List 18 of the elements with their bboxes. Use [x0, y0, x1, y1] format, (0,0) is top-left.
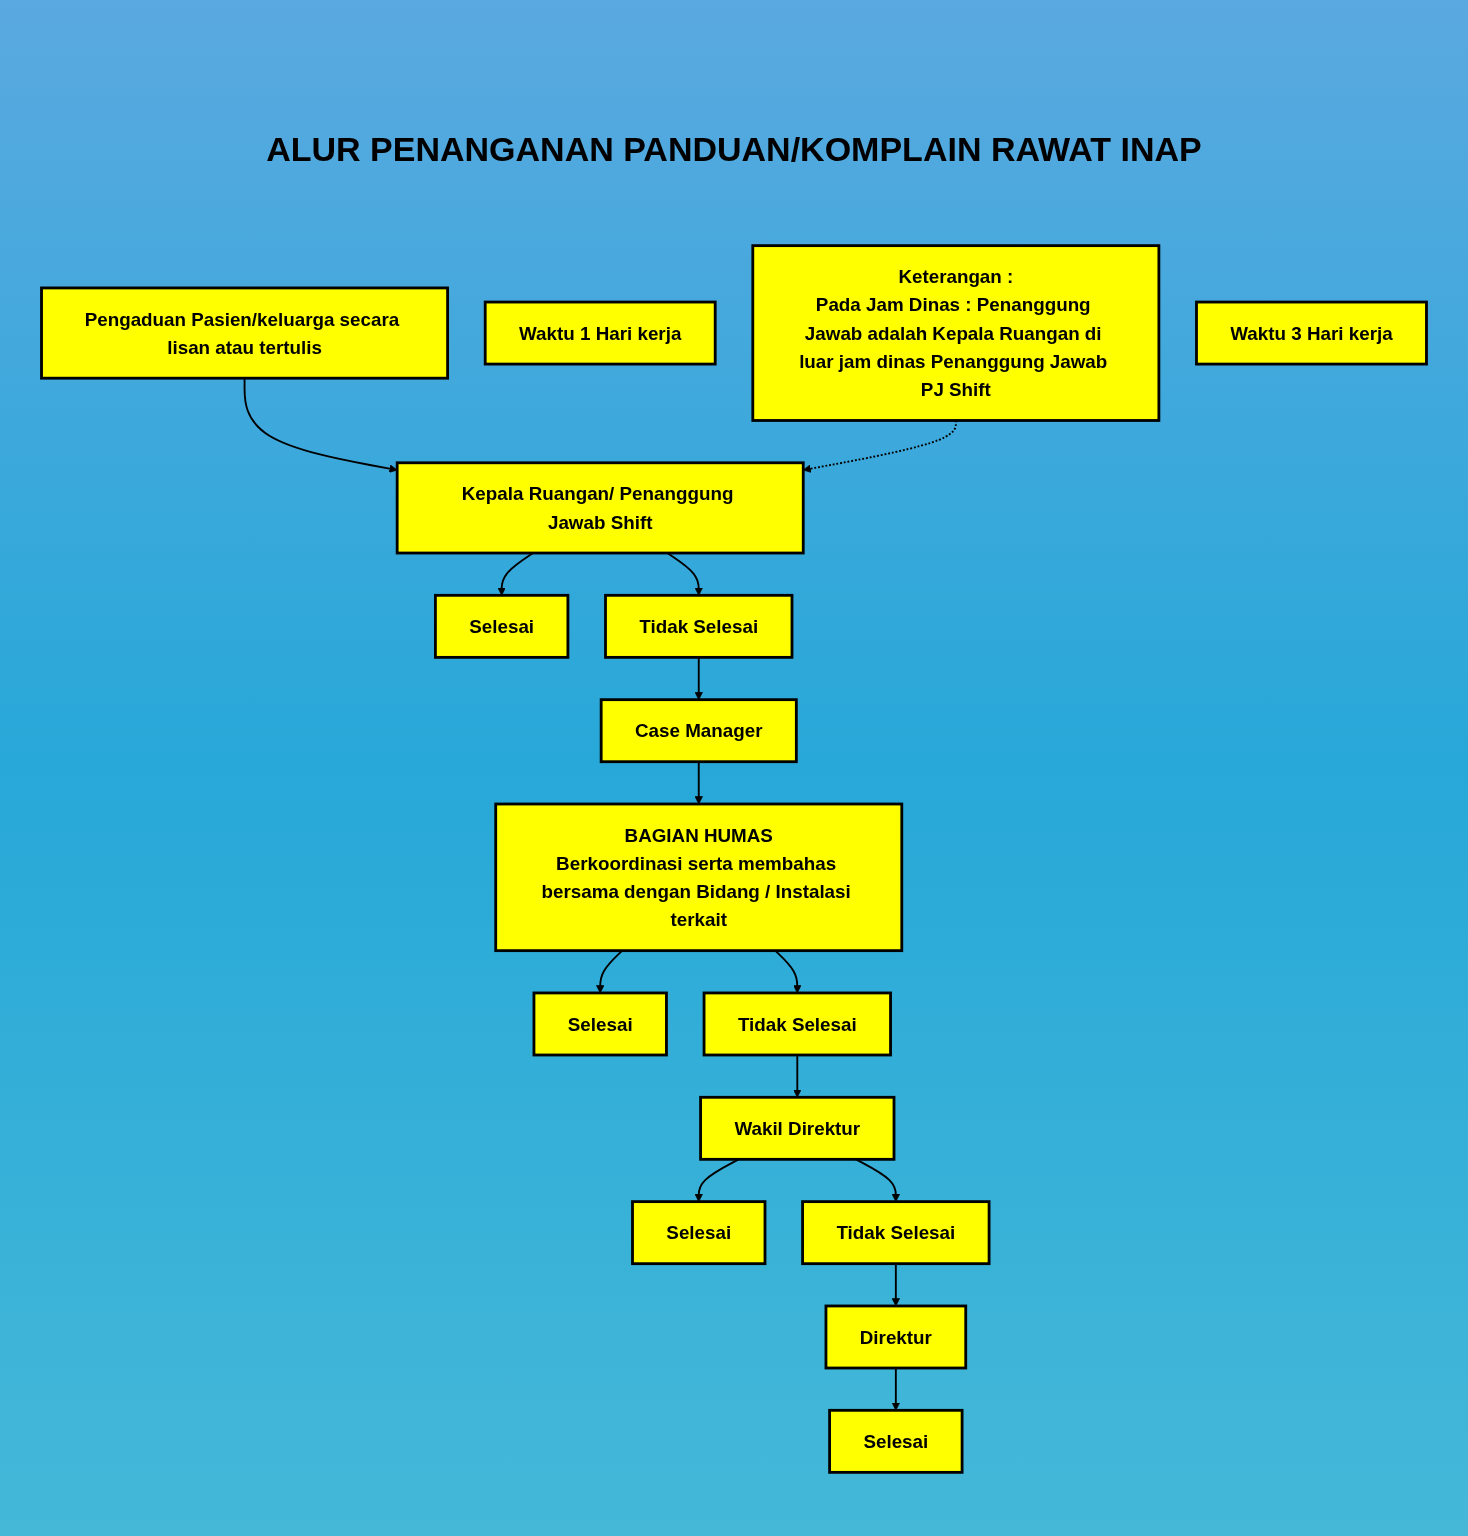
node-box: Wakil Direktur [699, 1095, 896, 1161]
node-box: Keterangan : Pada Jam Dinas : Penanggung Jawab adalah Kepala Ruangan di luar jam dinas Penanggung Jawab PJ Shift [751, 244, 1161, 422]
node-box: Case Manager [599, 698, 798, 764]
arrow [793, 1054, 802, 1098]
node-box: Tidak Selesai [801, 1200, 991, 1266]
node-box: Direktur [824, 1304, 968, 1370]
node-box: Waktu 1 Hari kerja [483, 300, 717, 366]
node-box: Pengaduan Pasien/keluarga secara lisan atau tertulis [40, 286, 449, 380]
node-box: Selesai [434, 593, 570, 659]
node-box: Selesai [532, 991, 668, 1057]
node-box: Selesai [828, 1408, 964, 1474]
node-box: Waktu 3 Hari kerja [1195, 300, 1428, 366]
node-box: Selesai [631, 1200, 767, 1266]
node-box: Tidak Selesai [702, 991, 892, 1057]
node-box: Tidak Selesai [604, 593, 794, 659]
node-box: Kepala Ruangan/ Penanggung Jawab Shift [395, 461, 805, 555]
diagram-title: ALUR PENANGANAN PANDUAN/KOMPLAIN RAWAT INAP [266, 130, 1202, 169]
node-box: BAGIAN HUMAS Berkoordinasi serta membahas bersama dengan Bidang / Instalasi terkait [494, 802, 904, 953]
